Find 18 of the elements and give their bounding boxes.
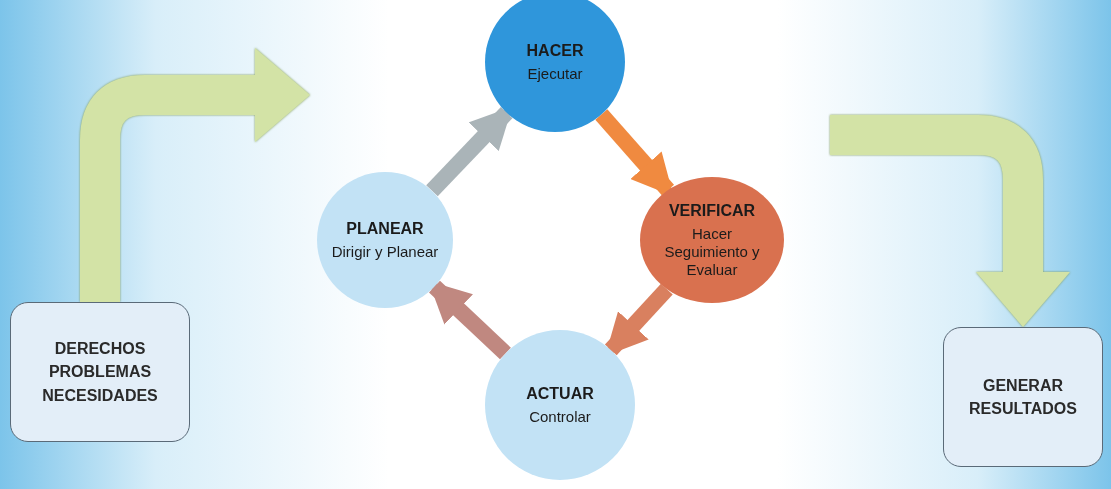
arrow (428, 280, 511, 360)
circle-text: Hacer Seguimiento y Evaluar (663, 224, 761, 279)
circle-title: ACTUAR (526, 384, 594, 403)
circle-title: PLANEAR (346, 219, 424, 238)
circle-text: Dirigir y Planear (331, 242, 439, 261)
bent-arrow (830, 115, 1070, 327)
circle-text: Controlar (529, 407, 591, 426)
box-label: GENERAR RESULTADOS (968, 375, 1078, 419)
bent-arrow (80, 48, 310, 302)
arrow (426, 106, 513, 197)
arrow (604, 283, 673, 356)
box-label: DERECHOS PROBLEMAS NECESIDADES (41, 339, 159, 406)
rounded-box (943, 327, 1103, 467)
circle-title: HACER (526, 41, 584, 60)
circle-title: VERIFICAR (668, 201, 756, 220)
rounded-box (10, 302, 190, 442)
arrow (595, 109, 674, 197)
circle-text: Ejecutar (527, 64, 583, 83)
